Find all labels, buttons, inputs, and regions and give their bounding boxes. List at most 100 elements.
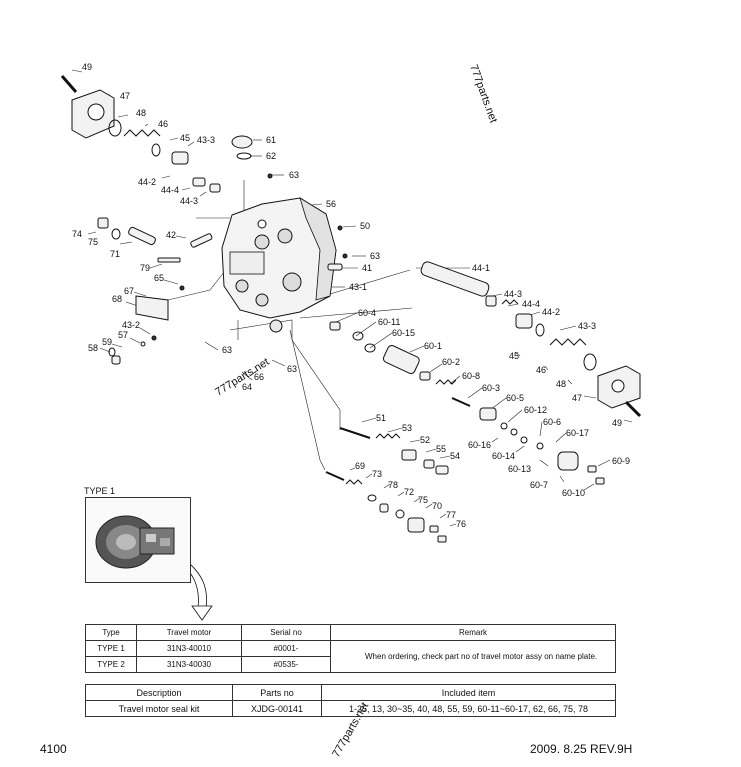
part-label: 54 — [450, 451, 460, 461]
part-label: 60-7 — [530, 480, 548, 490]
part-label: 41 — [362, 263, 372, 273]
part-label: 44-2 — [138, 177, 156, 187]
part-label: 47 — [120, 91, 130, 101]
part-label: 60-14 — [492, 451, 515, 461]
serial-cell: #0535- — [241, 656, 331, 673]
part-label: 48 — [136, 108, 146, 118]
part-label: 60-2 — [442, 357, 460, 367]
part-label: 60-5 — [506, 393, 524, 403]
part-label: 60-11 — [378, 317, 400, 327]
part-label: 60-12 — [524, 405, 547, 415]
part-label: 60-13 — [508, 464, 531, 474]
part-label: 64 — [242, 382, 252, 392]
part-label: 71 — [110, 249, 120, 259]
part-label: 44-3 — [504, 289, 522, 299]
lower-valve-parts — [325, 427, 449, 543]
part-label: 44-2 — [542, 307, 560, 317]
part-label: 55 — [436, 444, 446, 454]
part-label: 58 — [88, 343, 98, 353]
part-label: 67 — [124, 286, 134, 296]
part-label: 53 — [402, 423, 412, 433]
part-label: 43-1 — [349, 282, 367, 292]
part-label: 60-10 — [562, 488, 585, 498]
part-label: 70 — [432, 501, 442, 511]
part-label: 68 — [112, 294, 122, 304]
part-label: 60-15 — [392, 328, 415, 338]
type1-label: TYPE 1 — [84, 486, 116, 496]
part-label: 69 — [355, 461, 365, 471]
relief-valve-parts — [329, 321, 605, 485]
part-label: 76 — [456, 519, 466, 529]
right-spool-assembly — [420, 261, 642, 418]
part-label: 43-3 — [578, 321, 596, 331]
part-label: 62 — [266, 151, 276, 161]
part-label: 44-1 — [472, 263, 490, 273]
part-label: 65 — [154, 273, 164, 283]
travel-motor-type-table: Type Travel motor Serial no Remark TYPE … — [85, 624, 616, 673]
serial-cell: #0001- — [241, 640, 331, 657]
part-label: 60-1 — [424, 341, 442, 351]
part-label: 75 — [88, 237, 98, 247]
revision-date: 2009. 8.25 REV.9H — [530, 742, 633, 756]
top-cap-parts — [231, 135, 348, 271]
included-item-cell: 1-25, 13, 30~35, 40, 48, 55, 59, 60-11~6… — [321, 700, 616, 717]
part-label: 60-6 — [543, 417, 561, 427]
part-label: 75 — [418, 495, 428, 505]
part-label: 44-4 — [522, 299, 540, 309]
part-label: 60-9 — [612, 456, 630, 466]
part-label: 47 — [572, 393, 582, 403]
remark-cell: When ordering, check part no of travel m… — [330, 640, 616, 673]
part-label: 49 — [612, 418, 622, 428]
part-label: 60-3 — [482, 383, 500, 393]
part-label: 59 — [102, 337, 112, 347]
motor-cell: 31N3-40030 — [136, 656, 242, 673]
col-header-remark: Remark — [330, 624, 616, 641]
part-label: 48 — [556, 379, 566, 389]
part-label: 44-3 — [180, 196, 198, 206]
part-label: 56 — [326, 199, 336, 209]
part-label: 46 — [536, 365, 546, 375]
left-flange-group — [60, 75, 221, 193]
leader-lines — [71, 69, 633, 527]
part-label: 60-8 — [462, 371, 480, 381]
part-label: 43-2 — [122, 320, 140, 330]
part-label: 51 — [376, 413, 386, 423]
part-label: 63 — [370, 251, 380, 261]
parts-no-cell: XJDG-00141 — [232, 700, 322, 717]
part-labels: 49 47 48 46 45 43-3 44-2 44-4 44-3 61 62… — [72, 62, 630, 529]
col-header-parts-no: Parts no — [232, 684, 322, 701]
part-label: 73 — [372, 469, 382, 479]
motor-cell: 31N3-40010 — [136, 640, 242, 657]
travel-motor-photo — [95, 515, 175, 569]
part-label: 79 — [140, 263, 150, 273]
part-label: 46 — [158, 119, 168, 129]
part-label: 60-17 — [566, 428, 589, 438]
table-row: Travel motor seal kit XJDG-00141 1-25, 1… — [85, 700, 616, 717]
col-header-description: Description — [85, 684, 233, 701]
part-label: 57 — [118, 330, 128, 340]
part-label: 42 — [166, 230, 176, 240]
part-label: 45 — [180, 133, 190, 143]
type1-motor-image — [85, 497, 191, 583]
part-label: 63 — [287, 364, 297, 374]
col-header-serial-no: Serial no — [241, 624, 331, 641]
seal-kit-table: Description Parts no Included item Trave… — [85, 684, 616, 717]
col-header-travel-motor: Travel motor — [136, 624, 242, 641]
part-label: 78 — [388, 480, 398, 490]
col-header-included-item: Included item — [321, 684, 616, 701]
part-label: 45 — [509, 351, 519, 361]
part-label: 63 — [222, 345, 232, 355]
part-label: 77 — [446, 510, 456, 520]
part-label: 74 — [72, 229, 82, 239]
part-label: 61 — [266, 135, 276, 145]
page-number: 4100 — [40, 742, 67, 756]
part-label: 60-16 — [468, 440, 491, 450]
col-header-type: Type — [85, 624, 137, 641]
part-label: 52 — [420, 435, 430, 445]
motor-housing — [221, 197, 337, 333]
table-row: TYPE 1 31N3-40010 #0001- When ordering, … — [85, 640, 616, 673]
part-label: 66 — [254, 372, 264, 382]
watermark-top: 777parts.net — [467, 63, 499, 125]
description-cell: Travel motor seal kit — [85, 700, 233, 717]
part-label: 49 — [82, 62, 92, 72]
